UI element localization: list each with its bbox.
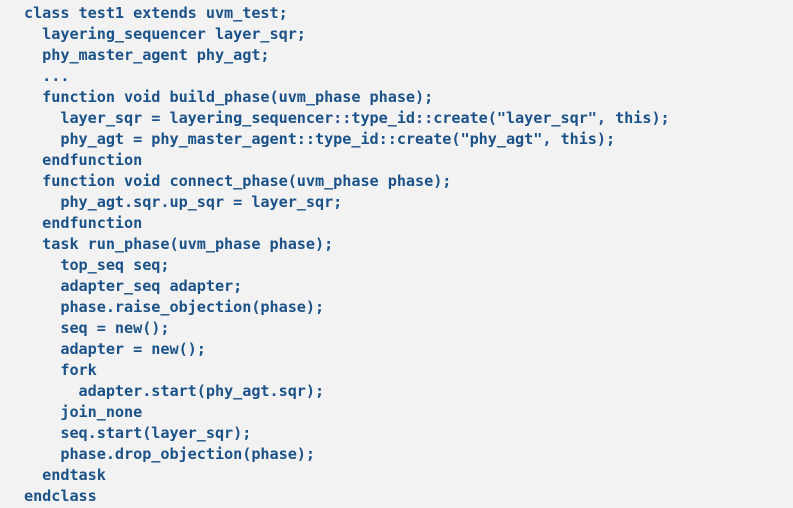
code-line: phy_agt = phy_master_agent::type_id::cre… [24, 130, 616, 148]
code-line: task run_phase(uvm_phase phase); [24, 235, 334, 253]
code-line: join_none [24, 403, 143, 421]
code-line: layering_sequencer layer_sqr; [24, 25, 306, 43]
code-line: adapter_seq adapter; [24, 277, 243, 295]
code-line: adapter = new(); [24, 340, 206, 358]
code-line: layer_sqr = layering_sequencer::type_id:… [24, 109, 670, 127]
code-line: phy_master_agent phy_agt; [24, 46, 270, 64]
code-line: ... [24, 67, 70, 85]
code-line: phy_agt.sqr.up_sqr = layer_sqr; [24, 193, 343, 211]
code-line: endclass [24, 487, 97, 505]
code-line: phase.drop_objection(phase); [24, 445, 315, 463]
code-line: fork [24, 361, 97, 379]
code-line: adapter.start(phy_agt.sqr); [24, 382, 325, 400]
code-line: endfunction [24, 214, 143, 232]
code-line: function void build_phase(uvm_phase phas… [24, 88, 434, 106]
code-line: function void connect_phase(uvm_phase ph… [24, 172, 452, 190]
code-line: endtask [24, 466, 106, 484]
code-line: class test1 extends uvm_test; [24, 4, 288, 22]
code-line: seq = new(); [24, 319, 170, 337]
code-line: seq.start(layer_sqr); [24, 424, 252, 442]
code-line: top_seq seq; [24, 256, 170, 274]
code-line: endfunction [24, 151, 143, 169]
code-line: phase.raise_objection(phase); [24, 298, 325, 316]
